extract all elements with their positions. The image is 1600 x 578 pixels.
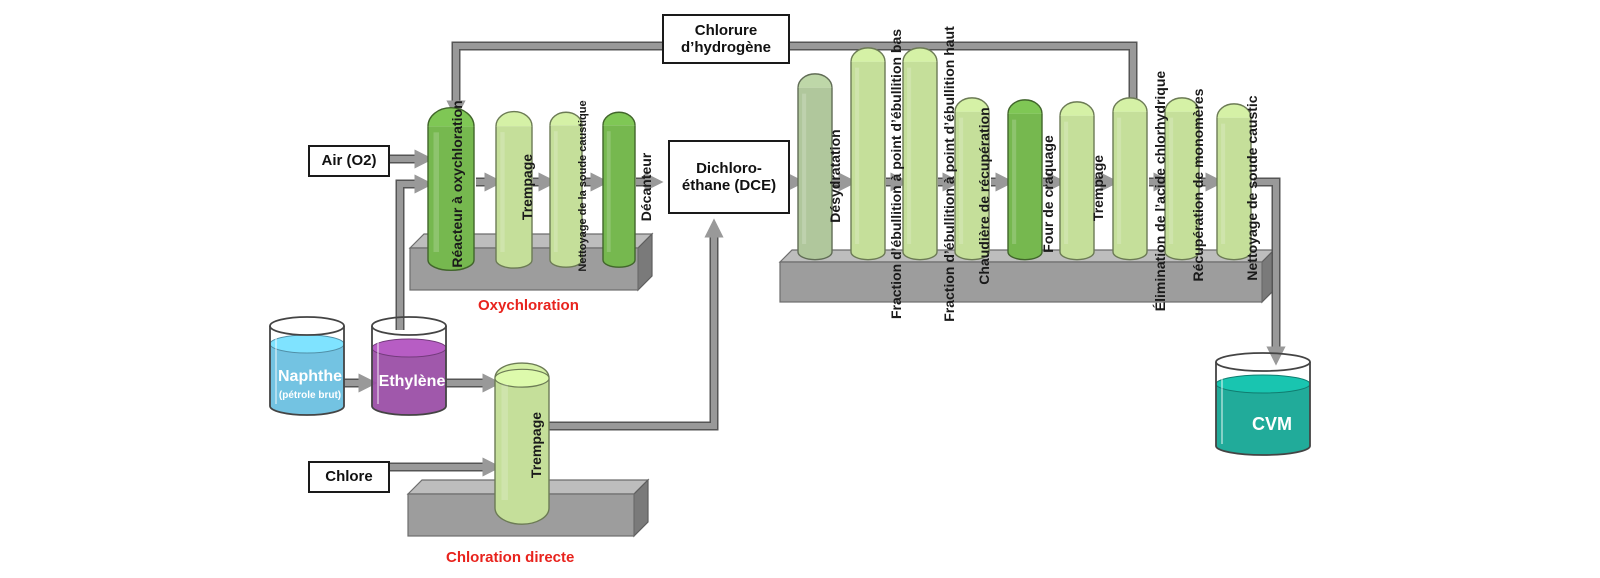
dce-label: Dichloro-éthane (DCE) xyxy=(681,159,777,194)
cvm-tank xyxy=(1215,352,1311,456)
hcl-label: Chlorure d’hydrogène xyxy=(680,21,771,56)
naphthe-label: Naphthe xyxy=(278,368,342,385)
recuperation-monomeres-column xyxy=(1164,97,1200,261)
four-craquage-column xyxy=(1007,99,1043,261)
nettoyage-soude-column xyxy=(549,111,583,268)
nettoyage-soude-caustic-column xyxy=(1216,103,1252,261)
air-label: Air (O2) xyxy=(321,152,377,170)
fraction-bas-column xyxy=(850,47,886,261)
arrow-ethylene-to-reactor xyxy=(395,174,434,330)
trempage-craquage-column xyxy=(1059,101,1095,261)
chaudiere-column xyxy=(954,97,990,261)
elimination-acide-column xyxy=(1112,97,1148,261)
desydratation-label: Désydratation xyxy=(826,129,843,223)
chlore-box: Chlore xyxy=(308,461,390,493)
cvm-label: CVM xyxy=(1252,414,1292,434)
recuperation-monomeres-label: Récupération de monomères xyxy=(1189,88,1206,282)
ethylene-tank xyxy=(371,316,447,416)
trempage-craquage-label: Trempage xyxy=(1089,154,1106,222)
trempage-oxy-label: Trempage xyxy=(518,153,535,221)
four-craquage-label: Four de craquage xyxy=(1039,135,1056,253)
air-box: Air (O2) xyxy=(308,145,390,177)
naphthe-tank xyxy=(269,316,345,416)
hcl-box: Chlorure d’hydrogène xyxy=(662,14,790,64)
decanteur-label: Décanteur xyxy=(637,152,654,222)
oxychloration-label: Oxychloration xyxy=(478,297,579,314)
reacteur-oxychloration-label: Réacteur à oxychloration xyxy=(448,100,465,268)
fraction-haut-column xyxy=(902,47,938,261)
arrow-hcl-recycle xyxy=(456,41,1138,110)
chlore-label: Chlore xyxy=(325,468,373,486)
ethylene-label: Ethylène xyxy=(378,373,446,390)
trempage-direct-label: Trempage xyxy=(527,411,544,479)
arrow-nettoyage-to-cvm xyxy=(1254,177,1286,366)
reacteur-oxychloration-column xyxy=(427,107,475,272)
nettoyage-soude-caustic-label: Nettoyage de soude caustic xyxy=(1243,95,1260,281)
chloration-directe-label: Chloration directe xyxy=(446,549,575,566)
desydratation-column xyxy=(797,73,833,261)
decanteur-column xyxy=(602,111,636,268)
dce-box: Dichloro-éthane (DCE) xyxy=(668,140,790,214)
chaudiere-label: Chaudière de récupération xyxy=(975,107,992,285)
fraction-haut-label: Fraction d’ébullition à point d’ébulliti… xyxy=(940,26,957,322)
trempage-direct-column xyxy=(494,362,550,525)
trempage-oxy-column xyxy=(495,110,533,269)
arrow-trempage-to-dce xyxy=(548,218,724,431)
fraction-bas-label: Fraction d’ébullition à point d’ébulliti… xyxy=(887,28,904,320)
elimination-acide-label: Élimination de l’acide chlorhydrique xyxy=(1151,70,1168,312)
naphthe-sub-label: (pétrole brut) xyxy=(278,390,342,401)
nettoyage-soude-label: Nettoyage de la soude caustique xyxy=(577,100,590,272)
